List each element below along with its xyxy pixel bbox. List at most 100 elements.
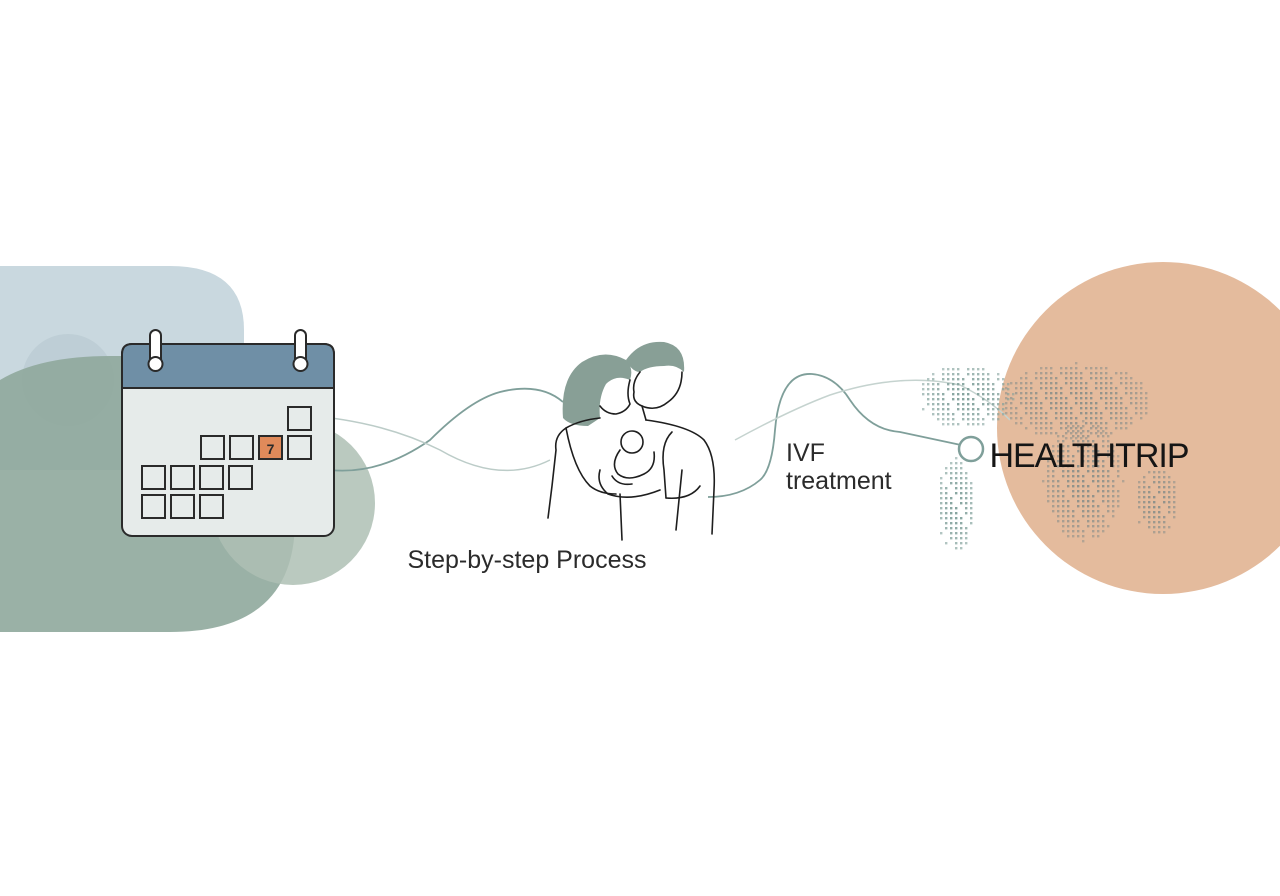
calendar-cell (199, 494, 224, 519)
map-dot (1135, 397, 1138, 400)
map-dot (1140, 387, 1143, 390)
map-dot (1115, 422, 1118, 425)
map-dot (1087, 525, 1090, 528)
map-dot (945, 522, 948, 525)
map-dot (1072, 470, 1075, 473)
map-dot (1168, 491, 1171, 494)
map-dot (1082, 530, 1085, 533)
map-dot (1107, 435, 1110, 438)
map-dot (1005, 402, 1008, 405)
map-dot (1117, 475, 1120, 478)
map-dot (950, 527, 953, 530)
map-dot (992, 388, 995, 391)
map-dot (1105, 372, 1108, 375)
map-dot (960, 467, 963, 470)
map-dot (1047, 490, 1050, 493)
map-dot (1075, 382, 1078, 385)
map-dot (1145, 402, 1148, 405)
map-dot (947, 413, 950, 416)
map-dot (960, 477, 963, 480)
map-dot (1082, 425, 1085, 428)
map-dot (997, 403, 1000, 406)
map-dot (1050, 397, 1053, 400)
map-dot (1077, 535, 1080, 538)
map-dot (1025, 392, 1028, 395)
map-dot (1107, 495, 1110, 498)
map-dot (1065, 427, 1068, 430)
map-dot (1060, 427, 1063, 430)
map-dot (987, 388, 990, 391)
map-dot (1110, 412, 1113, 415)
map-dot (1035, 372, 1038, 375)
map-dot (1110, 397, 1113, 400)
map-dot (1100, 382, 1103, 385)
map-dot (992, 383, 995, 386)
map-dot (1040, 372, 1043, 375)
map-dot (1143, 476, 1146, 479)
map-dot (977, 373, 980, 376)
map-dot (1047, 485, 1050, 488)
map-dot (1100, 377, 1103, 380)
map-dot (987, 378, 990, 381)
map-dot (1057, 445, 1060, 448)
map-dot (1062, 520, 1065, 523)
map-dot (1025, 377, 1028, 380)
map-dot (1080, 372, 1083, 375)
map-dot (1080, 407, 1083, 410)
map-dot (1110, 432, 1113, 435)
map-dot (982, 403, 985, 406)
map-dot (1030, 412, 1033, 415)
map-dot (1085, 387, 1088, 390)
map-dot (952, 393, 955, 396)
map-dot (945, 487, 948, 490)
journey-connector-line-2 (707, 373, 976, 498)
map-dot (1075, 367, 1078, 370)
map-dot (1077, 445, 1080, 448)
map-dot (1130, 377, 1133, 380)
map-dot (965, 497, 968, 500)
map-dot (957, 383, 960, 386)
map-dot (1090, 367, 1093, 370)
map-dot (962, 383, 965, 386)
map-dot (957, 393, 960, 396)
map-dot (1045, 377, 1048, 380)
map-dot (982, 388, 985, 391)
map-dot (950, 467, 953, 470)
map-dot (1095, 427, 1098, 430)
map-dot (1158, 531, 1161, 534)
map-dot (1020, 422, 1023, 425)
map-dot (1168, 486, 1171, 489)
map-dot (967, 408, 970, 411)
map-dot (1015, 422, 1018, 425)
map-dot (1153, 481, 1156, 484)
map-dot (992, 398, 995, 401)
map-dot (1082, 445, 1085, 448)
map-dot (1062, 460, 1065, 463)
map-dot (932, 373, 935, 376)
map-dot (1115, 417, 1118, 420)
map-dot (955, 507, 958, 510)
map-dot (1082, 505, 1085, 508)
map-dot (1045, 397, 1048, 400)
map-dot (1025, 372, 1028, 375)
map-dot (1070, 367, 1073, 370)
map-dot (950, 537, 953, 540)
map-dot (1163, 501, 1166, 504)
map-dot (937, 398, 940, 401)
map-dot (1087, 470, 1090, 473)
map-dot (1045, 367, 1048, 370)
map-dot (1163, 491, 1166, 494)
calendar-icon: 7 (121, 329, 335, 537)
map-dot (1120, 372, 1123, 375)
map-dot (1002, 413, 1005, 416)
map-dot (1045, 422, 1048, 425)
map-dot (947, 378, 950, 381)
map-dot (960, 542, 963, 545)
map-dot (1067, 475, 1070, 478)
map-dot (1062, 525, 1065, 528)
map-dot (1085, 367, 1088, 370)
map-dot (1080, 382, 1083, 385)
map-dot (1148, 491, 1151, 494)
map-dot (1138, 496, 1141, 499)
map-dot (1067, 430, 1070, 433)
